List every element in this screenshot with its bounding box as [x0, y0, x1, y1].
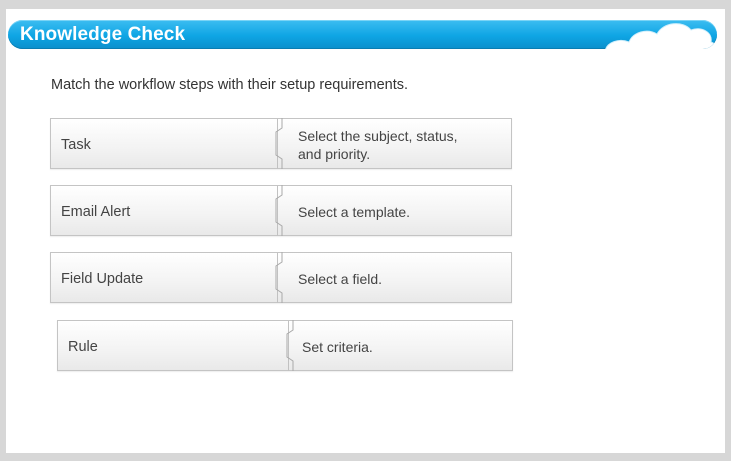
instruction-text: Match the workflow steps with their setu… — [51, 77, 409, 93]
match-pair: Task Select the subject, status,and prio… — [50, 118, 512, 169]
step-label: Email Alert — [61, 203, 131, 220]
puzzle-connector — [275, 252, 283, 303]
requirement-label: Set criteria. — [302, 338, 373, 355]
cloud-icon — [605, 23, 717, 49]
puzzle-connector — [275, 185, 283, 236]
match-pair: Email Alert Select a template. — [50, 185, 512, 236]
requirement-label: Select a field. — [298, 270, 383, 287]
puzzle-connector — [275, 118, 283, 169]
step-tile[interactable]: Rule — [57, 320, 289, 371]
step-label: Rule — [68, 338, 98, 355]
puzzle-connector — [286, 320, 294, 371]
step-tile[interactable]: Email Alert — [50, 185, 278, 236]
match-pair: Rule Set criteria. — [57, 320, 513, 371]
title-bar: Knowledge Check — [8, 20, 717, 49]
match-pair: Field Update Select a field. — [50, 252, 512, 303]
requirement-tile[interactable]: Select a template. — [278, 185, 512, 236]
page-title: Knowledge Check — [20, 24, 186, 45]
requirement-label: Select a template. — [298, 203, 411, 220]
step-tile[interactable]: Task — [50, 118, 278, 169]
requirement-tile[interactable]: Set criteria. — [289, 320, 513, 371]
requirement-tile[interactable]: Select a field. — [278, 252, 512, 303]
step-label: Field Update — [61, 270, 144, 287]
step-tile[interactable]: Field Update — [50, 252, 278, 303]
step-label: Task — [61, 136, 91, 153]
requirement-tile[interactable]: Select the subject, status,and priority. — [278, 118, 512, 169]
requirement-label: Select the subject, status,and priority. — [298, 127, 458, 162]
